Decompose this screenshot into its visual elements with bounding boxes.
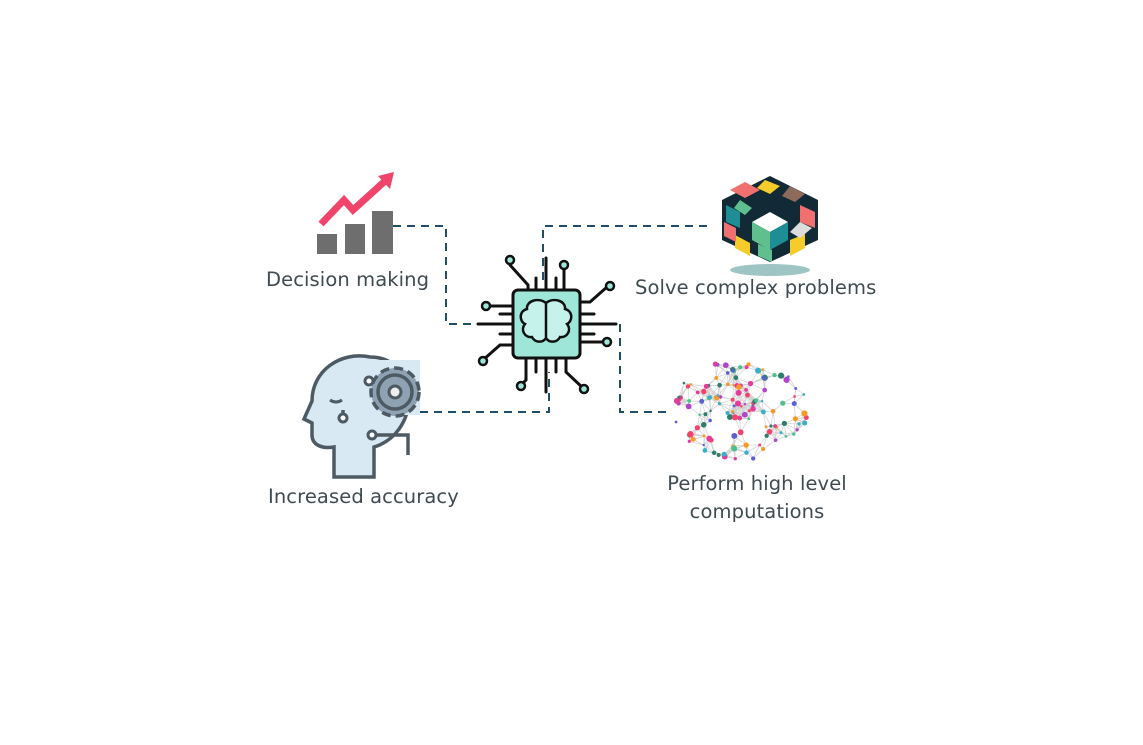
label-decision-making: Decision making: [266, 268, 430, 291]
label-perform-line1: Perform high level: [667, 472, 847, 495]
connector-perform: [619, 324, 667, 413]
label-perform-computations: Perform high level computations: [657, 470, 857, 526]
label-perform-line2: computations: [689, 500, 825, 523]
label-solve-complex-problems: Solve complex problems: [635, 276, 877, 299]
chart-growth-icon: [317, 172, 394, 254]
ai-chip-brain-icon: [476, 254, 618, 395]
neural-brain-icon: [673, 361, 809, 461]
connectors: [393, 225, 708, 413]
label-increased-accuracy: Increased accuracy: [268, 485, 459, 508]
puzzle-cube-icon: [722, 176, 818, 276]
connector-accuracy: [420, 372, 550, 413]
connector-decision: [393, 225, 478, 325]
head-gear-icon: [301, 354, 421, 479]
connector-solve: [542, 225, 708, 280]
